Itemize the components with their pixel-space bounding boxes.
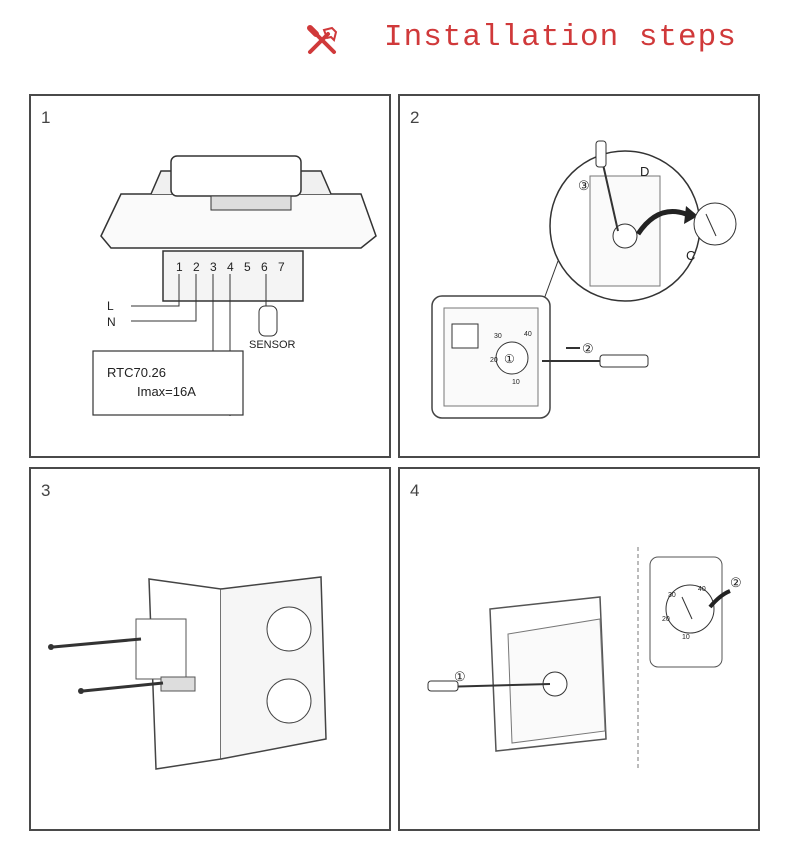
page-title: Installation steps — [384, 20, 737, 55]
marker-2: ② — [582, 341, 594, 356]
step-3-panel: 3 — [29, 467, 391, 831]
terminal-labels: 1 2 3 4 5 6 7 — [176, 260, 285, 274]
callout-c: C — [686, 248, 695, 263]
dial-tick: 40 — [698, 586, 706, 593]
model-label: RTC70.26 — [107, 365, 166, 380]
marker-2: ② — [730, 575, 742, 590]
marker-3: ③ — [578, 178, 590, 193]
marker-1: ① — [454, 669, 466, 684]
dial-adjust-diagram: D C ③ ① 30 40 20 10 ② — [431, 140, 737, 419]
live-label: L — [107, 299, 114, 313]
tools-icon — [307, 25, 338, 54]
sensor-label: SENSOR — [249, 339, 296, 351]
page-header: Installation steps — [0, 14, 790, 64]
dial-tick: 10 — [682, 634, 690, 641]
terminal-label: 4 — [227, 260, 234, 274]
step-4-panel: 4 ① 30 40 20 10 ② — [398, 467, 760, 831]
callout-d: D — [640, 164, 649, 179]
neutral-label: N — [107, 315, 116, 329]
current-label: Imax=16A — [137, 384, 196, 399]
dial-tick: 40 — [524, 331, 532, 338]
cover-assembly-diagram: ① 30 40 20 10 ② — [427, 547, 742, 769]
step-number: 4 — [410, 481, 420, 500]
terminal-label: 2 — [193, 260, 200, 274]
step-number: 1 — [41, 108, 51, 127]
terminal-label: 5 — [244, 260, 251, 274]
dial-tick: 30 — [494, 333, 502, 340]
terminal-label: 3 — [210, 260, 217, 274]
step-2-panel: 2 D C ③ ① 30 40 20 10 ② — [398, 94, 760, 458]
wiring-diagram: 1 2 3 4 5 6 7 L N SENSOR RTC70.26 Imax=1… — [92, 155, 377, 416]
mounting-diagram — [48, 576, 327, 770]
dial-tick: 10 — [512, 379, 520, 386]
dial-tick: 20 — [490, 357, 498, 364]
terminal-label: 1 — [176, 260, 183, 274]
terminal-label: 7 — [278, 260, 285, 274]
step-number: 3 — [41, 481, 51, 500]
marker-1: ① — [504, 352, 515, 366]
step-number: 2 — [410, 108, 420, 127]
terminal-label: 6 — [261, 260, 268, 274]
dial-tick: 20 — [662, 616, 670, 623]
step-1-panel: 1 1 2 3 4 5 6 7 L N SENSOR RTC70.26 Imax — [29, 94, 391, 458]
dial-tick: 30 — [668, 592, 676, 599]
